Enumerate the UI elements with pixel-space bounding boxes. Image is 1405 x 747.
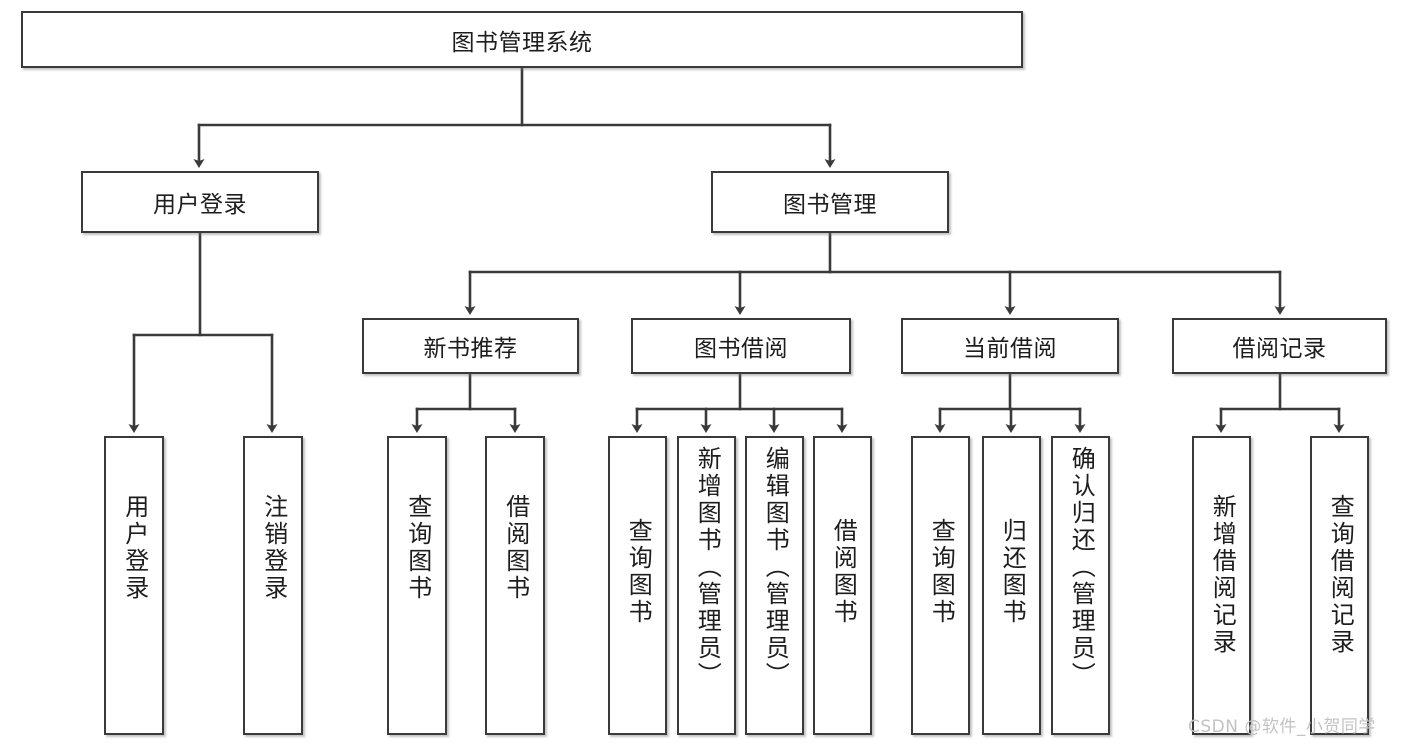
leaf-query-record[interactable]: 查询借阅记录 [1310, 436, 1369, 735]
node-new-book-rec-label: 新书推荐 [423, 336, 518, 362]
node-book-borrow-label: 图书借阅 [694, 336, 788, 362]
leaf-query-book-1[interactable]: 查询图书 [387, 436, 447, 735]
leaf-add-book[interactable]: 新增图书（管理员） [677, 436, 736, 735]
leaf-return-book-label: 归还图书 [998, 518, 1027, 626]
leaf-user-logout-label: 注销登录 [259, 494, 288, 602]
leaf-borrow-book-2-label: 借阅图书 [829, 518, 858, 626]
csdn-watermark: CSDN @软件_小贺同学 [1188, 717, 1376, 737]
node-current-borrow[interactable]: 当前借阅 [901, 318, 1119, 374]
node-book-borrow[interactable]: 图书借阅 [631, 318, 851, 374]
leaf-query-book-2-label: 查询图书 [624, 518, 653, 626]
node-root[interactable]: 图书管理系统 [21, 11, 1023, 68]
leaf-query-book-3[interactable]: 查询图书 [911, 436, 970, 735]
leaf-add-record[interactable]: 新增借阅记录 [1192, 436, 1251, 735]
leaf-return-book[interactable]: 归还图书 [982, 436, 1041, 735]
node-book-manage-label: 图书管理 [783, 192, 877, 218]
leaf-user-login[interactable]: 用户登录 [104, 436, 164, 735]
leaf-add-record-label: 新增借阅记录 [1208, 494, 1237, 656]
node-current-borrow-label: 当前借阅 [963, 336, 1057, 362]
node-new-book-rec[interactable]: 新书推荐 [362, 318, 579, 374]
node-user-login[interactable]: 用户登录 [81, 171, 319, 233]
leaf-edit-book[interactable]: 编辑图书（管理员） [745, 436, 804, 735]
node-book-manage[interactable]: 图书管理 [711, 171, 949, 233]
leaf-confirm-return[interactable]: 确认归还（管理员） [1051, 436, 1110, 735]
leaf-edit-book-label: 编辑图书（管理员） [761, 446, 790, 689]
leaf-user-logout[interactable]: 注销登录 [243, 436, 303, 735]
node-user-login-label: 用户登录 [153, 192, 247, 218]
leaf-borrow-book-2[interactable]: 借阅图书 [813, 436, 872, 735]
leaf-user-login-label: 用户登录 [120, 494, 149, 602]
leaf-borrow-book-1[interactable]: 借阅图书 [485, 436, 545, 735]
leaf-query-book-1-label: 查询图书 [403, 494, 432, 602]
node-root-label: 图书管理系统 [451, 29, 593, 56]
leaf-query-book-2[interactable]: 查询图书 [608, 436, 667, 735]
leaf-confirm-return-label: 确认归还（管理员） [1067, 446, 1096, 689]
node-borrow-record[interactable]: 借阅记录 [1172, 318, 1387, 374]
leaf-borrow-book-1-label: 借阅图书 [501, 494, 530, 602]
leaf-query-record-label: 查询借阅记录 [1326, 494, 1355, 656]
leaf-query-book-3-label: 查询图书 [927, 518, 956, 626]
leaf-add-book-label: 新增图书（管理员） [693, 446, 722, 689]
node-borrow-record-label: 借阅记录 [1232, 336, 1327, 362]
